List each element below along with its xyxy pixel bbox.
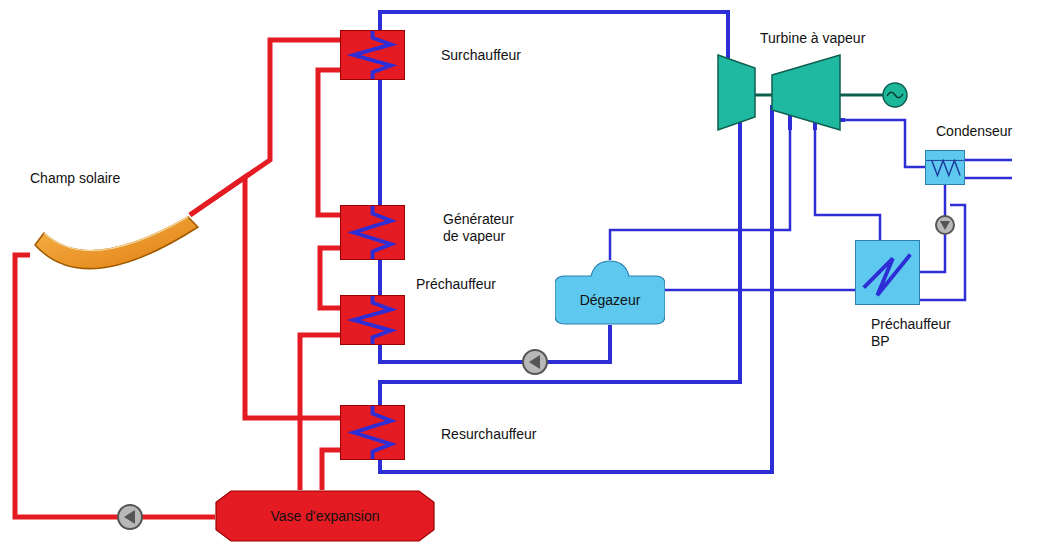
shape-drawing [30,215,200,290]
condenser-box: Condenseur [925,150,965,185]
node-label: Champ solaire [30,170,120,187]
node-text: Dégazeur [580,292,641,309]
heat-transfer-pipe [190,40,340,215]
water-steam-pipe [378,80,382,205]
lp-turbine [772,55,840,130]
hp-turbine [718,55,755,130]
shape-drawing [856,241,919,304]
reheater-box: Resurchauffeur [340,405,405,460]
node-label: Turbine à vapeur [760,30,865,47]
node-label: Condenseur [936,123,1012,140]
lp-preheater-box: Préchauffeur BP [855,240,920,305]
shape-drawing [715,55,845,130]
steam-generator-box: Générateur de vapeur [340,205,405,260]
turbine-shaft [840,94,883,97]
text-holder: Vase d'expansion [215,490,435,542]
generator-symbol [883,83,907,107]
cooling-water-pipe [965,159,1012,162]
shape-drawing [341,206,404,259]
heat-transfer-pipe [320,248,340,308]
node-label: Surchauffeur [441,47,521,64]
deaerator: Dégazeur [555,260,665,325]
expansion-tank: Vase d'expansion [215,490,435,542]
generator-sine [887,92,903,98]
heat-transfer-pipe [15,255,215,517]
heat-transfer-pipe [300,335,340,490]
node-label: Préchauffeur [416,276,496,293]
coil-symbol [932,160,960,175]
shape-drawing [341,31,404,79]
text-holder: Dégazeur [555,260,665,325]
water-steam-pipe [380,325,610,362]
steam-turbine: Turbine à vapeur [715,55,845,130]
node-label: Préchauffeur BP [871,316,961,350]
parabolic-trough [35,217,198,269]
shape-drawing [341,296,404,344]
coil-symbol [354,296,391,344]
pump-symbol [118,505,142,529]
tank-shape [216,491,434,541]
node-label: Resurchauffeur [441,426,536,443]
water-steam-pipe [610,130,790,260]
solar-field: Champ solaire [30,215,200,290]
node-label: Générateur de vapeur [443,211,533,245]
shape-drawing [926,151,964,184]
drain-pipe [920,205,965,300]
node-text: Vase d'expansion [270,508,379,525]
coil-symbol [354,406,392,459]
superheater-box: Surchauffeur [340,30,405,80]
water-steam-pipe [380,130,740,405]
water-steam-pipe [845,120,925,167]
water-steam-pipe [378,260,382,295]
water-steam-pipe [665,289,855,292]
cooling-water-pipe [965,177,1012,180]
heat-transfer-pipe [318,70,340,215]
preheater-box: Préchauffeur [340,295,405,345]
coil-symbol [864,255,911,296]
heat-transfer-pipe [322,450,340,490]
water-steam-pipe [380,130,772,472]
coil-symbol [354,31,391,79]
pump-symbol [936,216,954,234]
coil-symbol [354,206,392,259]
deaerator-shape [555,261,665,324]
water-steam-pipe [815,130,880,240]
water-steam-pipe [380,12,728,55]
pump-symbol [523,350,547,374]
shape-drawing [341,406,404,459]
